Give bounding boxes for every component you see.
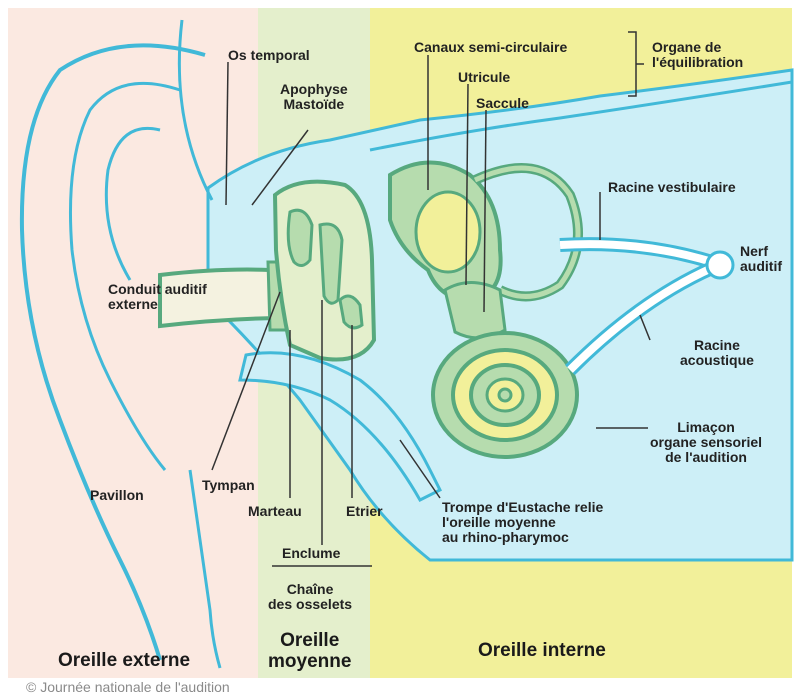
outer-ear-zone [8, 8, 258, 678]
apophyse-label: Apophyse Mastoïde [280, 82, 348, 112]
organe-equilibration-label: Organe de l'équilibration [652, 40, 743, 70]
limacon-label: Limaçon organe sensoriel de l'audition [650, 420, 762, 465]
stapes [340, 296, 362, 328]
pavillon-label: Pavillon [90, 488, 144, 503]
canal-lumen [416, 192, 480, 272]
racine-acoustique-label: Racine acoustique [680, 338, 754, 368]
etrier-label: Etrier [346, 504, 383, 519]
utricule-label: Utricule [458, 70, 510, 85]
inner-ear-title: Oreille interne [478, 640, 606, 661]
outer-ear-title: Oreille externe [58, 650, 190, 671]
racine-vestibulaire-label: Racine vestibulaire [608, 180, 736, 195]
chaine-osselets-label: Chaîne des osselets [268, 582, 352, 612]
tympan-label: Tympan [202, 478, 255, 493]
conduit-auditif-label: Conduit auditif externe [108, 282, 207, 312]
marteau-label: Marteau [248, 504, 302, 519]
cochlea-apex [499, 389, 511, 401]
middle-ear-title: Oreille moyenne [268, 630, 351, 672]
enclume-label: Enclume [282, 546, 340, 561]
incus [320, 224, 342, 303]
canaux-label: Canaux semi-circulaire [414, 40, 567, 55]
nerf-auditif-label: Nerf auditif [740, 244, 782, 274]
utricle-saccule [445, 283, 505, 339]
os-temporal-label: Os temporal [228, 48, 310, 63]
auditory-nerve [707, 252, 733, 278]
malleus [288, 210, 312, 265]
saccule-label: Saccule [476, 96, 529, 111]
trompe-eustache-label: Trompe d'Eustache relie l'oreille moyenn… [442, 500, 603, 545]
credit-line: © Journée nationale de l'audition [26, 679, 230, 695]
